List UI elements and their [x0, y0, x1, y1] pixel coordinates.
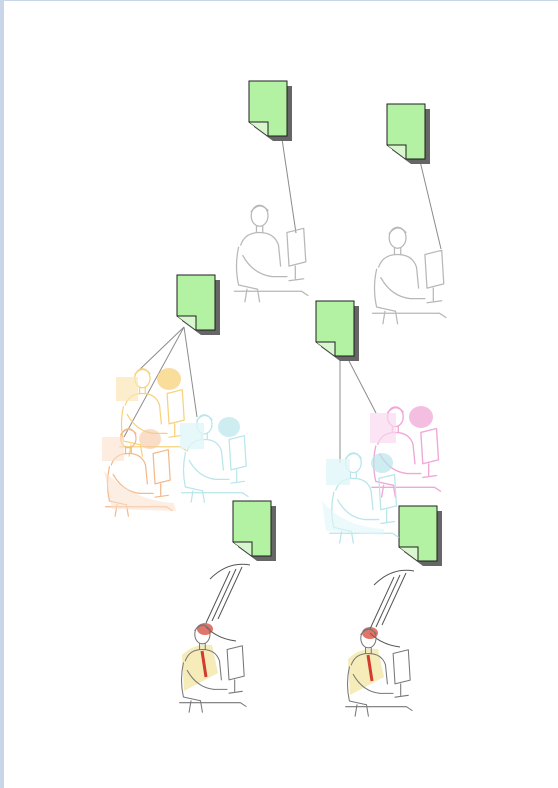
- document-icon: [315, 300, 360, 362]
- connector-line: [347, 358, 377, 414]
- person-at-computer-icon: [102, 428, 176, 517]
- person-group-left: [102, 368, 249, 517]
- connector-line: [135, 326, 185, 374]
- connector-line: [183, 326, 198, 418]
- person-at-computer-icon: [371, 226, 447, 325]
- document-icon: [398, 505, 443, 567]
- person-at-computer-icon: [370, 406, 442, 498]
- person-at-computer-icon: [322, 452, 400, 544]
- document-icon: [176, 274, 221, 336]
- network-diagram: [102, 80, 447, 717]
- connector-line: [123, 326, 185, 438]
- person-group-right: [322, 406, 442, 544]
- person-at-computer-icon: [179, 623, 247, 713]
- person-at-computer-icon: [345, 627, 413, 717]
- connector-line: [281, 138, 297, 234]
- person-at-computer-icon: [116, 368, 187, 457]
- person-at-computer-icon: [233, 204, 309, 303]
- connector-lines: [123, 138, 442, 463]
- document-icon: [232, 500, 277, 562]
- document-icon: [386, 103, 431, 165]
- document-icon: [248, 80, 293, 142]
- connector-line: [419, 160, 442, 250]
- person-at-computer-icon: [180, 414, 249, 503]
